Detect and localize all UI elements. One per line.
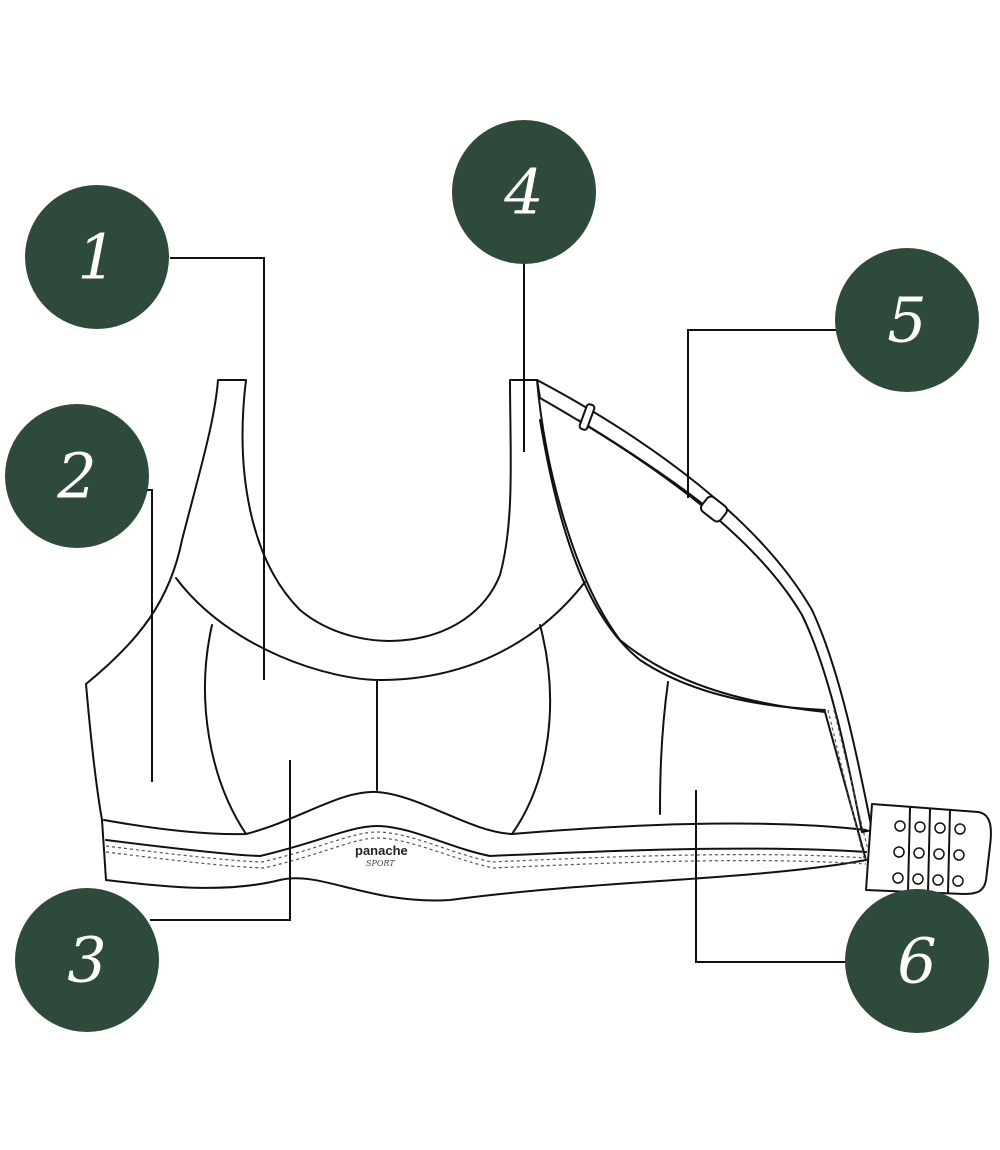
underband-stitch-1 bbox=[105, 831, 867, 863]
callout-2: 2 bbox=[5, 404, 149, 548]
callout-5: 5 bbox=[835, 248, 979, 392]
leader-6 bbox=[695, 790, 850, 963]
underband-top bbox=[103, 790, 867, 836]
left-cup-seam bbox=[204, 624, 247, 835]
brand-label: panache bbox=[355, 843, 408, 858]
callout-6: 6 bbox=[845, 889, 989, 1033]
bra-body bbox=[85, 379, 867, 902]
strap-slider-track bbox=[577, 419, 711, 511]
callouts: 1 2 3 4 5 6 bbox=[5, 120, 989, 1033]
side-panel-seam bbox=[659, 681, 669, 815]
strap-ring bbox=[578, 403, 596, 431]
callout-1: 1 bbox=[25, 185, 169, 329]
right-side-seam bbox=[539, 419, 826, 711]
leader-1 bbox=[170, 257, 265, 680]
brand-sublabel: SPORT bbox=[366, 859, 395, 868]
hook-tape-line-2 bbox=[927, 808, 931, 893]
leader-3 bbox=[150, 760, 291, 921]
strap-stitch-2 bbox=[833, 709, 871, 859]
leader-5 bbox=[687, 329, 836, 498]
callout-6-label: 6 bbox=[897, 925, 936, 998]
strap-slider bbox=[700, 495, 728, 523]
neckline-band-seam bbox=[175, 577, 586, 682]
callout-1-label: 1 bbox=[77, 221, 116, 294]
sports-bra-illustration: panache SPORT bbox=[85, 379, 992, 902]
callout-2-label: 2 bbox=[56, 440, 96, 513]
hook-tape-line-3 bbox=[947, 809, 951, 894]
callout-3-label: 3 bbox=[67, 924, 106, 997]
hook-eyes bbox=[892, 820, 966, 887]
callout-5-label: 5 bbox=[887, 284, 926, 357]
callout-4: 4 bbox=[452, 120, 596, 264]
underband-stitch-2 bbox=[105, 837, 867, 869]
underband-line bbox=[105, 824, 867, 858]
callout-4-label: 4 bbox=[503, 156, 543, 229]
hook-tape-line-1 bbox=[907, 807, 911, 893]
strap-stitch bbox=[827, 709, 865, 859]
callout-3: 3 bbox=[15, 888, 159, 1032]
right-cup-seam bbox=[511, 624, 552, 835]
